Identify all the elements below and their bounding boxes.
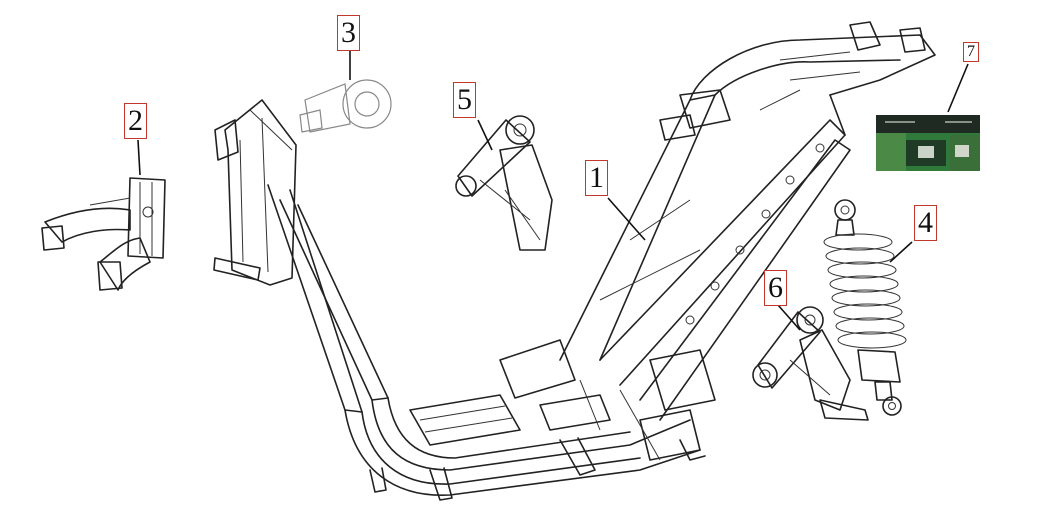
callout-4: 4 <box>914 205 937 241</box>
callout-1: 1 <box>585 160 608 196</box>
leader-1 <box>607 197 646 241</box>
rear-shock-absorber <box>823 199 913 416</box>
front-bracket <box>41 177 166 291</box>
main-frame <box>213 21 936 501</box>
pivot-bushing <box>299 50 392 133</box>
callout-2: 2 <box>124 103 147 139</box>
callout-6: 6 <box>764 270 787 306</box>
leader-2 <box>137 139 141 176</box>
callout-5: 5 <box>453 82 476 118</box>
callout-3: 3 <box>337 15 360 51</box>
leader-6 <box>777 304 801 331</box>
inset-photo-part7 <box>876 63 980 171</box>
engine-hanger-lower <box>752 306 869 421</box>
callout-7: 7 <box>963 42 979 62</box>
engine-hanger-upper <box>455 115 553 251</box>
